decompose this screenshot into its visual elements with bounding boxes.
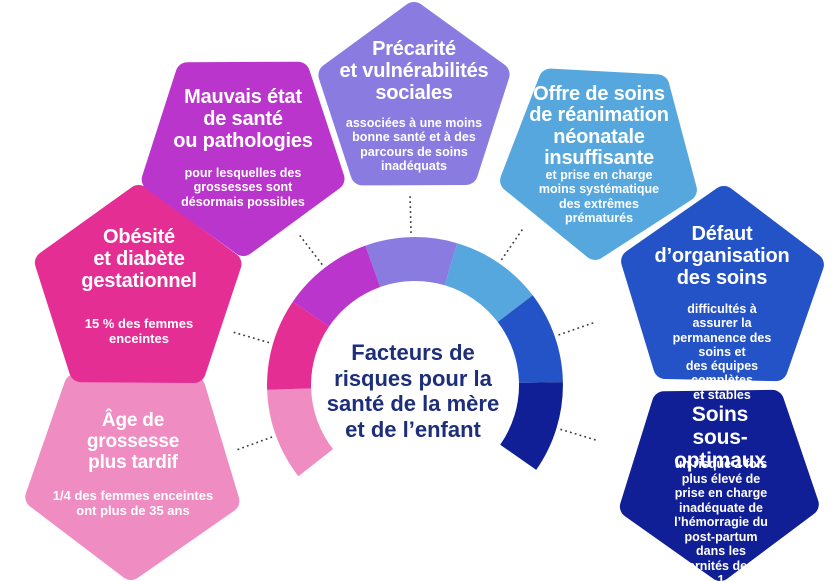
connector-mauvais-etat — [297, 232, 323, 266]
ring-chart — [267, 237, 563, 477]
ring-segment-offre-soins — [444, 243, 533, 322]
pentagon-age-grossesse — [25, 373, 240, 580]
pentagon-defaut-organisation — [621, 186, 824, 382]
pentagon-offre-soins — [500, 68, 697, 260]
connector-obesite — [230, 330, 270, 344]
node-title-obesite: Obésité et diabète gestationnel — [81, 226, 197, 292]
node-subtitle-soins-sous-optimaux: un risque 2 fois plus élevé de prise en … — [665, 457, 777, 581]
pentagons — [25, 2, 824, 581]
node-title-offre-soins: Offre de soins de réanimation néonatale … — [529, 83, 669, 170]
ring-segment-soins-sous-optimaux — [500, 382, 563, 470]
node-subtitle-age-grossesse: 1/4 des femmes enceintes ont plus de 35 … — [52, 488, 214, 518]
node-subtitle-defaut-organisation: difficultés à assurer la permanence des … — [672, 302, 772, 402]
ring-segment-defaut-organisation — [497, 295, 563, 383]
node-subtitle-offre-soins: et prise en charge moins systématique de… — [538, 168, 660, 225]
connector-soins-sous-optimaux — [560, 428, 599, 442]
ring-segment-mauvais-etat — [292, 245, 381, 327]
connector-precarite — [409, 192, 412, 234]
diagram-title: Facteurs de risques pour la santé de la … — [326, 340, 500, 442]
ring-segment-age-grossesse — [267, 388, 333, 477]
node-title-precarite: Précarité et vulnérabilités sociales — [339, 38, 489, 104]
node-subtitle-obesite: 15 % des femmes enceintes — [84, 316, 194, 346]
node-subtitle-mauvais-etat: pour lesquelles des grossesses sont déso… — [181, 166, 305, 209]
connector-offre-soins — [500, 226, 525, 261]
pentagon-obesite — [34, 185, 242, 383]
ring-segment-precarite — [365, 237, 458, 287]
pentagon-soins-sous-optimaux — [619, 389, 819, 581]
node-title-mauvais-etat: Mauvais état de santé ou pathologies — [173, 86, 313, 152]
connector-age-grossesse — [234, 436, 273, 452]
pentagon-mauvais-etat — [141, 61, 345, 256]
node-subtitle-precarite: associées à une moins bonne santé et à d… — [345, 116, 483, 173]
pentagon-precarite — [318, 2, 510, 186]
node-title-age-grossesse: Âge de grossesse plus tardif — [86, 410, 180, 473]
node-title-soins-sous-optimaux: Soins sous- optimaux — [674, 403, 766, 473]
dotted-connectors — [230, 192, 599, 452]
node-title-defaut-organisation: Défaut d’organisation des soins — [654, 223, 790, 289]
connector-defaut-organisation — [558, 321, 597, 336]
ring-segment-obesite — [267, 301, 330, 390]
